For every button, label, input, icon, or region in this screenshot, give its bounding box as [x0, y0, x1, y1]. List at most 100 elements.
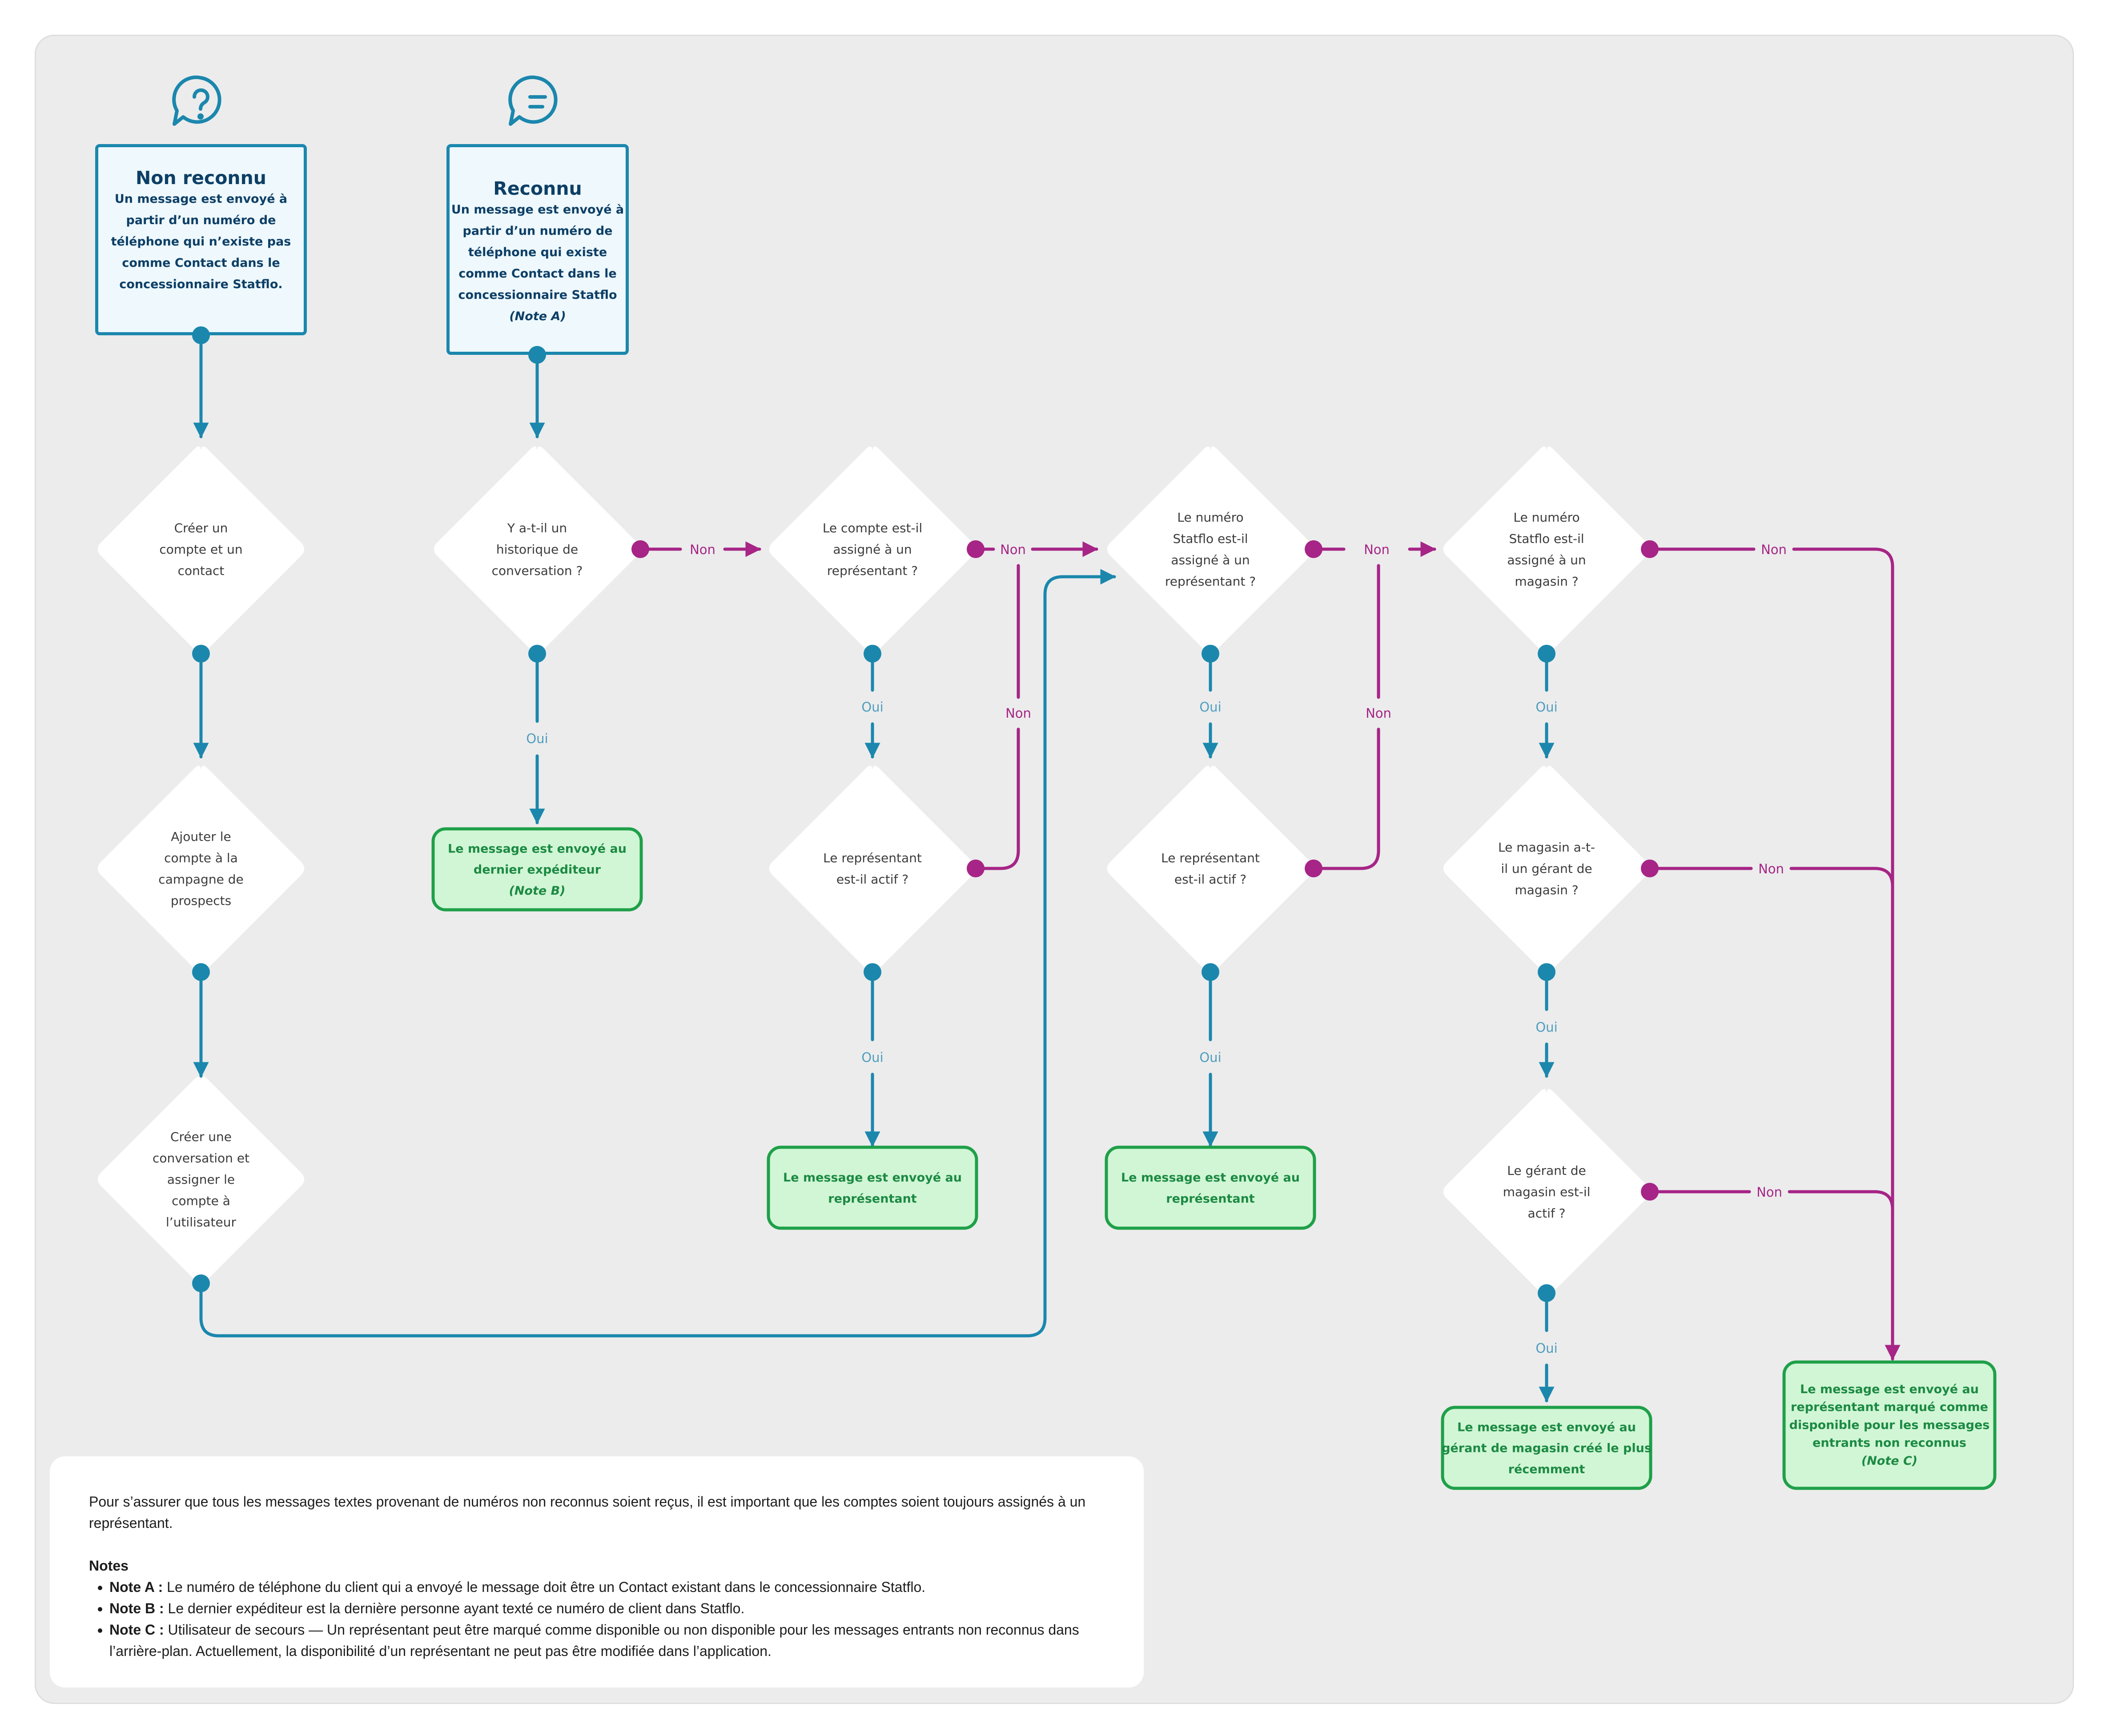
- connector-dot: [528, 346, 546, 364]
- connector-dot: [1538, 645, 1555, 663]
- decision-diamond-shape: [1107, 446, 1314, 653]
- edge-rep1-no-a: [974, 727, 1020, 870]
- outcome-text-line: gérant de magasin créé le plus: [1442, 1442, 1652, 1455]
- decision-text-line: magasin ?: [1515, 883, 1578, 897]
- outcome-text-line: représentant: [1166, 1192, 1255, 1206]
- decision-text-line: actif ?: [1528, 1206, 1566, 1221]
- decision-text-line: Créer un: [174, 521, 228, 535]
- decision-text-line: représentant ?: [1165, 574, 1256, 589]
- edge-label-yes: Oui: [1535, 1020, 1557, 1035]
- decision-text-line: Le magasin a-t-: [1498, 840, 1595, 855]
- decision-text-line: assigner le: [167, 1172, 235, 1187]
- edge-label-yes: Oui: [1199, 699, 1221, 715]
- decision-create-conversation: Créer une conversation et assigner le compt…: [97, 1077, 305, 1283]
- edge-label-no: Non: [1364, 542, 1390, 557]
- decision-text-line: Le gérant de: [1507, 1163, 1586, 1178]
- question-bubble-icon: [172, 75, 221, 126]
- connector-dot: [1202, 963, 1219, 981]
- start-box-unknown-line: partir d’un numéro de: [126, 213, 276, 228]
- connector-dot: [864, 963, 881, 981]
- start-box-known-line: comme Contact dans le: [458, 267, 617, 281]
- outcome-box-shape: [1441, 1406, 1652, 1490]
- notes-item-key: Note C :: [109, 1622, 164, 1638]
- notes-item: Note A : Le numéro de téléphone du clien…: [109, 1576, 1105, 1598]
- outcome-text-line: représentant marqué comme: [1791, 1400, 1988, 1414]
- outcome-text-line: Le message est envoyé au: [1457, 1420, 1636, 1434]
- connector-dot: [967, 860, 985, 877]
- decision-text-line: campagne de: [158, 872, 243, 887]
- connector-dot: [528, 645, 546, 663]
- decision-text-line: Y a-t-il un: [507, 521, 567, 535]
- decision-text-line: conversation et: [153, 1151, 249, 1165]
- decision-text-line: conversation ?: [492, 563, 583, 578]
- outcome-box-shape: [1105, 1145, 1316, 1230]
- connector-dot: [1538, 963, 1555, 981]
- notes-card: Pour s’assurer que tous les messages tex…: [50, 1456, 1144, 1688]
- outcome-box-shape: [1782, 1360, 1997, 1490]
- outcome-text-line: Le message est envoyé au: [783, 1171, 962, 1185]
- connector-dot: [1641, 540, 1659, 558]
- connector-dot: [1305, 860, 1322, 877]
- notes-item-text: Utilisateur de secours — Un représentant…: [109, 1622, 1079, 1659]
- notes-item-text: Le numéro de téléphone du client qui a e…: [163, 1579, 926, 1595]
- decision-diamond-shape: [1443, 1089, 1650, 1295]
- outcome-text-line: disponible pour les messages: [1789, 1418, 1990, 1432]
- decision-text-line: compte et un: [159, 542, 242, 557]
- decision-text-line: compte à: [172, 1194, 230, 1208]
- connector-dot: [192, 326, 210, 344]
- connector-dot: [631, 540, 649, 558]
- start-box-unknown-line: Un message est envoyé à: [114, 192, 288, 206]
- decision-text-line: compte à la: [164, 851, 238, 865]
- decision-diamond-shape: [97, 766, 305, 972]
- chat-bubble-icon: [508, 75, 558, 126]
- start-box-known-title: Reconnu: [493, 178, 582, 199]
- decision-text-line: assigné à un: [1507, 553, 1586, 567]
- edge-label-no: Non: [1756, 1185, 1782, 1200]
- outcome-text-line: dernier expéditeur: [474, 863, 601, 877]
- decision-text-line: Créer une: [170, 1129, 232, 1144]
- edge-label-no: Non: [1366, 706, 1391, 721]
- decision-diamond-shape: [769, 446, 976, 653]
- notes-item: Note C : Utilisateur de secours — Un rep…: [109, 1619, 1105, 1662]
- decision-diamond-shape: [1443, 766, 1650, 972]
- edge-label-yes: Oui: [1535, 699, 1557, 715]
- edge-label-yes: Oui: [1535, 1341, 1557, 1356]
- decision-text-line: représentant ?: [827, 563, 918, 578]
- edge-label-no: Non: [1758, 861, 1784, 876]
- notes-item-key: Note B :: [109, 1600, 164, 1616]
- decision-text-line: prospects: [171, 893, 231, 908]
- decision-diamond-shape: [434, 446, 641, 653]
- decision-text-line: Le représentant: [823, 851, 922, 865]
- connector-dot: [1305, 540, 1322, 558]
- notes-item-text: Le dernier expéditeur est la dernière pe…: [164, 1600, 745, 1616]
- notes-item: Note B : Le dernier expéditeur est la de…: [109, 1598, 1105, 1619]
- decision-text-line: est-il actif ?: [1174, 872, 1246, 887]
- edge-store-manager-no: [1789, 867, 1894, 888]
- edge-label-no: Non: [1005, 706, 1031, 721]
- outcome-box-shape: [431, 827, 643, 912]
- start-box-unknown-line: téléphone qui n’existe pas: [111, 235, 291, 249]
- start-box-unknown-line: concessionnaire Statflo.: [119, 277, 283, 292]
- outcome-box-shape: [767, 1145, 978, 1230]
- connector-dot: [192, 1274, 210, 1292]
- start-box-unknown-line: comme Contact dans le: [122, 256, 280, 270]
- decision-text-line: il un gérant de: [1501, 861, 1592, 876]
- connector-dot: [1202, 645, 1219, 663]
- start-box-unknown-text: Un message est envoyé à partir d’un numér…: [98, 189, 304, 295]
- connector-dot: [192, 963, 210, 981]
- edge-label-yes: Oui: [861, 1050, 883, 1065]
- connector-dot: [967, 540, 985, 558]
- decision-text-line: assigné à un: [833, 542, 912, 557]
- start-box-known-line: Un message est envoyé à: [451, 203, 624, 217]
- decision-text-line: Statflo est-il: [1509, 531, 1584, 546]
